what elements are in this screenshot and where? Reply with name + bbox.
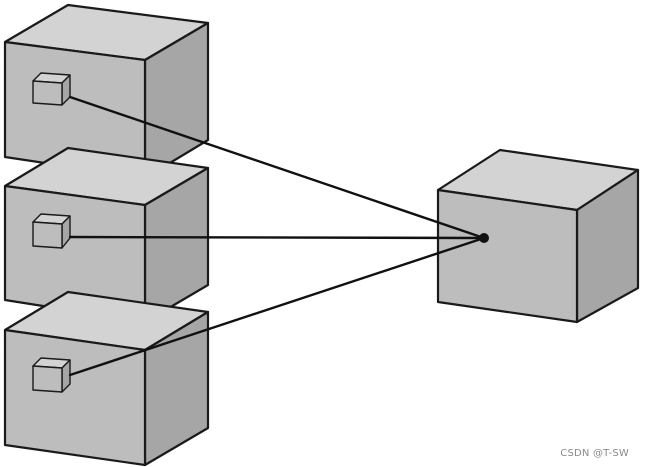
- connection-line-bottom: [68, 236, 486, 377]
- source-cube-bottom: [3, 290, 210, 467]
- small-cube-marker: [32, 213, 71, 249]
- source-cube-middle: [3, 146, 210, 324]
- connection-line-top: [68, 95, 486, 240]
- cube-front-face: [3, 328, 147, 467]
- cube-front-face: [436, 188, 579, 324]
- target-cube: [436, 148, 640, 324]
- watermark-text: CSDN @T-SW: [560, 448, 629, 459]
- small-cube-marker: [32, 72, 71, 106]
- small-cube-marker: [32, 357, 71, 393]
- focal-point-dot: [479, 233, 489, 243]
- source-cube-top: [3, 3, 210, 180]
- connection-line-middle: [68, 235, 486, 240]
